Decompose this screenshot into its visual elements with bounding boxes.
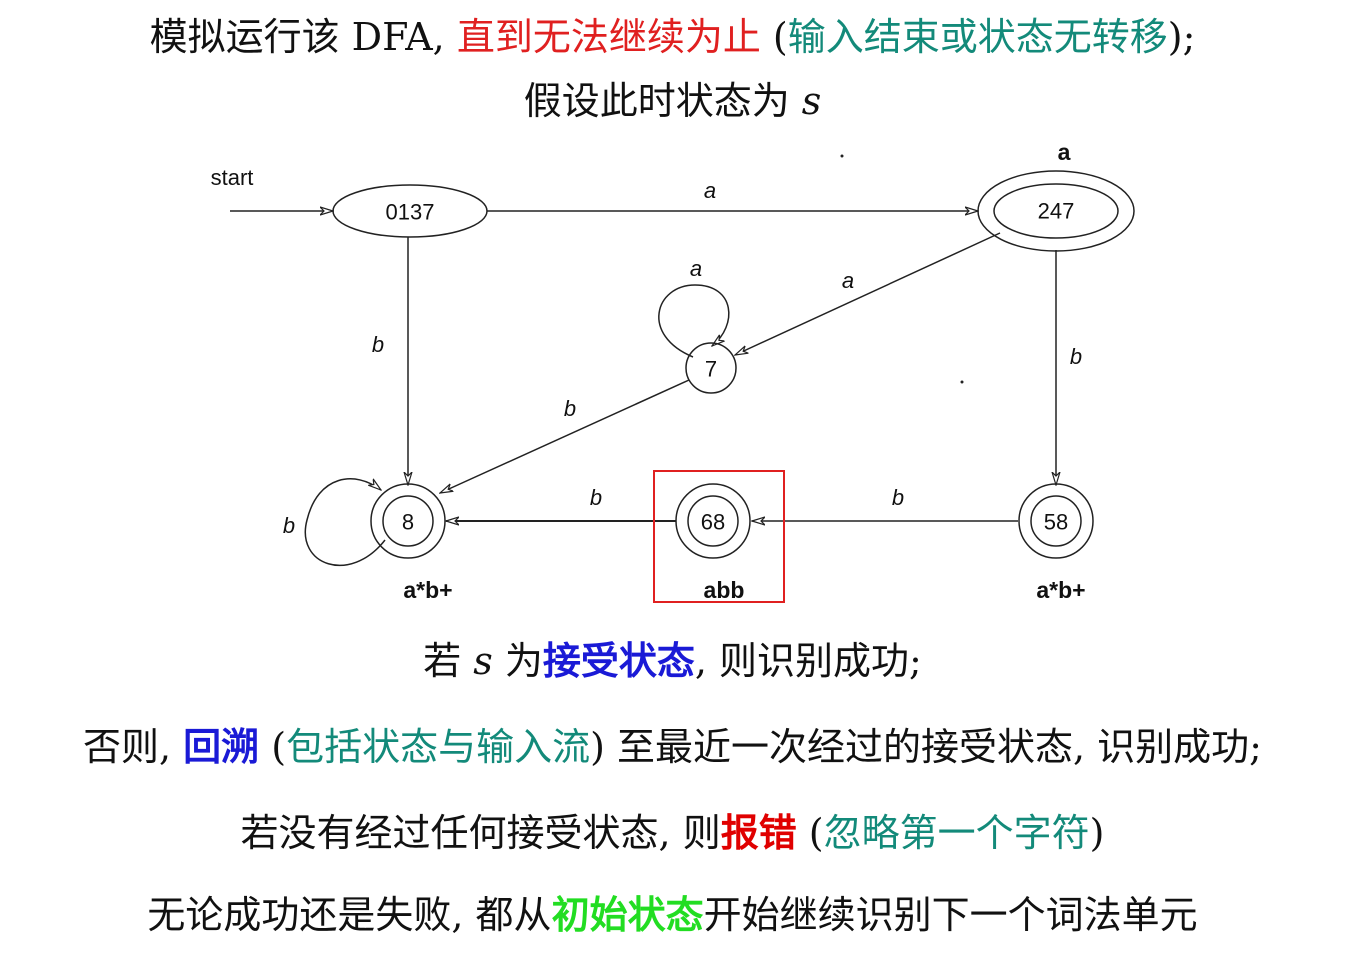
next-token-text: 开始继续识别下一个词法单元 (703, 893, 1198, 937)
edge-label-68-8: b (590, 485, 602, 510)
dfa-diagram: 0137 247 7 8 68 58 start a b a b a b b b… (211, 139, 1135, 603)
backtrack-text: 回溯 (183, 724, 260, 769)
paren-open: ( (760, 15, 788, 59)
intro-line-2: 假设此时状态为 s (0, 78, 1345, 124)
label-58: 58 (1044, 510, 1068, 535)
error-text: 报错 (720, 810, 797, 855)
scan-dot (840, 154, 844, 158)
backtrack-rest-text: ) 至最近一次经过的接受状态, 识别成功; (590, 725, 1262, 769)
success-text: , 则识别成功; (694, 639, 922, 683)
no-accept-text: 若没有经过任何接受状态, 则 (240, 811, 721, 855)
paren-close-3: ) (1089, 811, 1105, 855)
either-text: 无论成功还是失败, 都从 (147, 893, 552, 937)
state-var: s (801, 79, 822, 123)
is-text: 为 (492, 639, 543, 683)
edge-label-0137-8: b (372, 332, 384, 357)
paren-open-3: ( (796, 811, 824, 855)
highlight-box-68 (653, 470, 785, 603)
label-68: 68 (701, 510, 725, 535)
paren-open-2: ( (259, 725, 287, 769)
edge-label-58-68: b (892, 485, 904, 510)
state-247-inner (993, 183, 1119, 239)
accept-state-text: 接受状态 (542, 638, 695, 683)
pattern-label-58: a*b+ (1036, 577, 1085, 603)
state-58-outer (1018, 483, 1094, 559)
backtrack-line: 否则, 回溯 (包括状态与输入流) 至最近一次经过的接受状态, 识别成功; (0, 724, 1345, 770)
condition-text: 输入结束或状态无转移 (787, 15, 1168, 59)
intro-text: 模拟运行该 DFA, (149, 15, 457, 59)
state-7 (685, 342, 737, 394)
state-68-outer (675, 483, 751, 559)
edge-247-7 (735, 232, 1001, 355)
else-text: 否则, (83, 725, 184, 769)
start-label: start (211, 165, 254, 190)
loop-7 (658, 284, 730, 358)
restart-line: 无论成功还是失败, 都从初始状态开始继续识别下一个词法单元 (0, 892, 1345, 938)
edge-label-247-7: a (842, 268, 854, 293)
loop-8 (304, 478, 386, 567)
pattern-label-8: a*b+ (403, 577, 452, 603)
label-7: 7 (705, 357, 717, 382)
state-58-inner (1030, 495, 1082, 547)
state-8-outer (370, 483, 446, 559)
edge-label-247-58: b (1070, 344, 1082, 369)
edge-label-7-8: b (564, 396, 576, 421)
edge-label-0137-247: a (704, 178, 716, 203)
error-line: 若没有经过任何接受状态, 则报错 (忽略第一个字符) (0, 810, 1345, 856)
state-var-2: s (473, 639, 493, 683)
paren-close: ); (1167, 15, 1196, 59)
scan-dot (960, 380, 964, 384)
state-68-inner (687, 495, 739, 547)
label-8: 8 (402, 510, 414, 535)
pattern-label-247: a (1058, 139, 1071, 165)
label-0137: 0137 (386, 200, 435, 225)
state-0137 (332, 184, 488, 238)
include-text: 包括状态与输入流 (286, 725, 591, 769)
assume-text: 假设此时状态为 (523, 79, 802, 123)
state-8-inner (382, 495, 434, 547)
initial-state-text: 初始状态 (551, 892, 704, 937)
state-247-outer (977, 170, 1135, 252)
until-stop-text: 直到无法继续为止 (456, 15, 761, 59)
intro-line-1: 模拟运行该 DFA, 直到无法继续为止 (输入结束或状态无转移); (0, 14, 1345, 60)
edge-7-8 (440, 379, 690, 493)
edge-label-8-self: b (283, 513, 295, 538)
edge-label-7-self: a (690, 256, 702, 281)
pattern-label-68: abb (704, 577, 745, 603)
accept-line: 若 s 为接受状态, 则识别成功; (0, 638, 1345, 684)
label-247: 247 (1038, 199, 1075, 224)
ignore-text: 忽略第一个字符 (823, 811, 1090, 855)
if-text: 若 (423, 639, 474, 683)
